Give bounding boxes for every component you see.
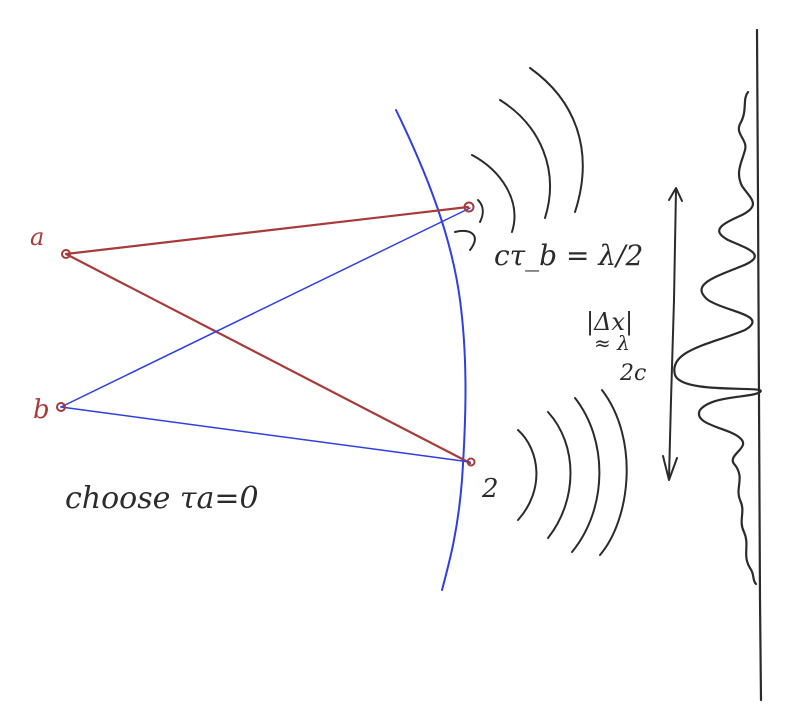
interference-pattern-curve: [673, 90, 762, 586]
approx-lambda-label: ≈ λ: [594, 331, 630, 355]
upper-wave-arcs: [454, 67, 584, 251]
source-a-point: [61, 249, 71, 259]
delay-equation: cτ_b = λ/2: [494, 239, 643, 272]
source-a-label: a: [30, 223, 44, 251]
wavefront-arc: [395, 109, 467, 591]
double-arrow-line: [668, 189, 677, 479]
arrow-head-up-icon: [668, 187, 683, 202]
screen-line: [755, 28, 763, 702]
ray-b-to-1: [60, 207, 471, 408]
delta-x-label: |Δx|: [586, 308, 633, 337]
ray-a-to-2: [64, 252, 472, 465]
detector-2-label: 2: [481, 474, 499, 504]
source-b-label: b: [33, 395, 50, 425]
lower-wave-arcs: [517, 389, 628, 556]
arrow-head-down-icon: [662, 455, 678, 481]
source-b-point: [56, 402, 66, 412]
detector-1-point: [463, 201, 475, 213]
detector-2-point: [466, 457, 476, 467]
choose-tau-label: choose τa=0: [65, 481, 259, 516]
over-2c-label: 2c: [619, 361, 646, 386]
ray-a-to-1: [64, 205, 470, 256]
ray-b-to-2: [60, 406, 471, 463]
